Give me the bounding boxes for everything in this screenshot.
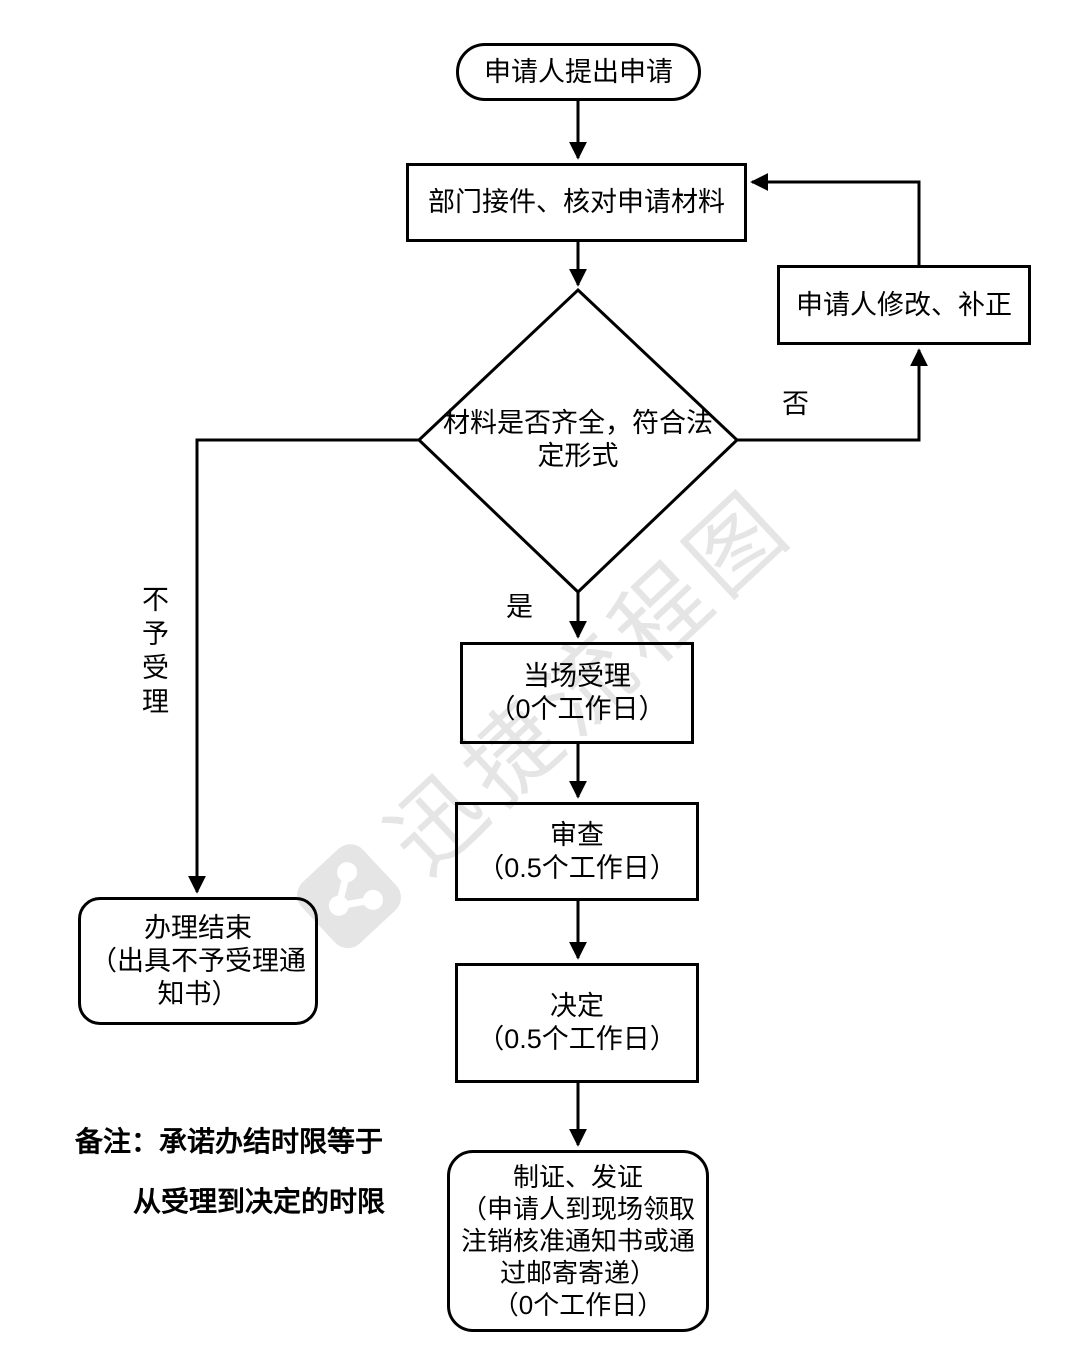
review-node: 审查 （0.5个工作日） [455, 802, 699, 901]
decision-label-line-2: 定形式 [537, 441, 619, 471]
decision-label-line-1: 材料是否齐全，符合法 [443, 408, 713, 438]
connector-decision-to-reject-end [188, 438, 419, 894]
receive-node: 部门接件、核对申请材料 [406, 163, 747, 242]
reject-end-node-line-2: （出具不予受理通 [90, 945, 306, 976]
note-line-2: 从受理到决定的时限 [133, 1186, 386, 1217]
note-line-1: 备注：承诺办结时限等于 [75, 1126, 384, 1157]
decision-node-label: 材料是否齐全，符合法 定形式 [433, 407, 723, 473]
connector-revise-to-receive [750, 173, 921, 265]
receive-node-label: 部门接件、核对申请材料 [428, 187, 725, 217]
issue-node-line-1: 制证、发证 [512, 1162, 643, 1192]
review-node-line-1: 审查 [550, 819, 604, 850]
issue-node-line-3: 注销核准通知书或通 [460, 1226, 695, 1256]
accept-node-line-2: （0个工作日） [488, 694, 666, 724]
issue-node-line-5: （0个工作日） [492, 1290, 664, 1320]
start-node-label: 申请人提出申请 [484, 56, 673, 87]
branch-label-yes: 是 [506, 592, 533, 622]
issue-node-line-4: 过邮寄寄递） [499, 1258, 656, 1288]
connector-decision-to-revise [737, 348, 928, 442]
decide-node-line-1: 决定 [550, 991, 604, 1021]
accept-node-line-1: 当场受理 [523, 661, 631, 691]
reject-end-node-line-3: 知书） [157, 978, 239, 1009]
revise-node: 申请人修改、补正 [777, 265, 1031, 345]
review-node-line-2: （0.5个工作日） [477, 852, 677, 883]
reject-end-node: 办理结束 （出具不予受理通 知书） [78, 897, 318, 1025]
branch-label-no: 否 [782, 389, 809, 419]
decide-node-line-2: （0.5个工作日） [477, 1024, 677, 1054]
reject-end-node-line-1: 办理结束 [144, 912, 252, 943]
accept-node: 当场受理 （0个工作日） [460, 642, 694, 744]
branch-label-not-accepted: 不予受理 [138, 585, 168, 721]
start-node: 申请人提出申请 [456, 43, 701, 101]
issue-node: 制证、发证 （申请人到现场领取 注销核准通知书或通 过邮寄寄递） （0个工作日） [447, 1150, 709, 1332]
decide-node: 决定 （0.5个工作日） [455, 963, 699, 1083]
revise-node-label: 申请人修改、补正 [796, 289, 1012, 320]
decision-diamond [416, 287, 740, 595]
issue-node-line-2: （申请人到现场领取 [460, 1194, 695, 1224]
